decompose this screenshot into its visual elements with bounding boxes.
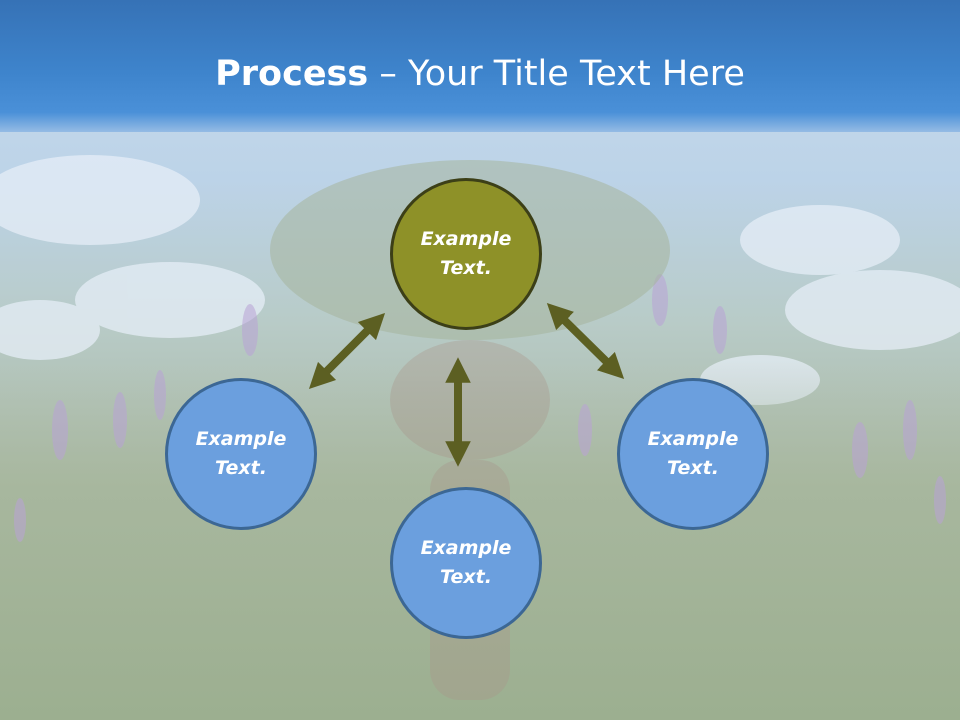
slide-title: Process – Your Title Text Here (0, 52, 960, 96)
title-bold-part: Process (215, 54, 369, 94)
bottom-node-label: Example Text. (420, 537, 512, 588)
right-node[interactable]: Example Text. (617, 378, 769, 530)
title-rest-part: – Your Title Text Here (368, 54, 745, 94)
left-node[interactable]: Example Text. (165, 378, 317, 530)
left-node-label: Example Text. (195, 428, 287, 479)
center-node[interactable]: Example Text. (390, 178, 542, 330)
center-node-label: Example Text. (420, 228, 512, 279)
right-node-label: Example Text. (647, 428, 739, 479)
arrow-center-left (308, 312, 386, 390)
bottom-node[interactable]: Example Text. (390, 487, 542, 639)
arrow-center-right (546, 303, 625, 379)
title-bar (0, 0, 960, 132)
